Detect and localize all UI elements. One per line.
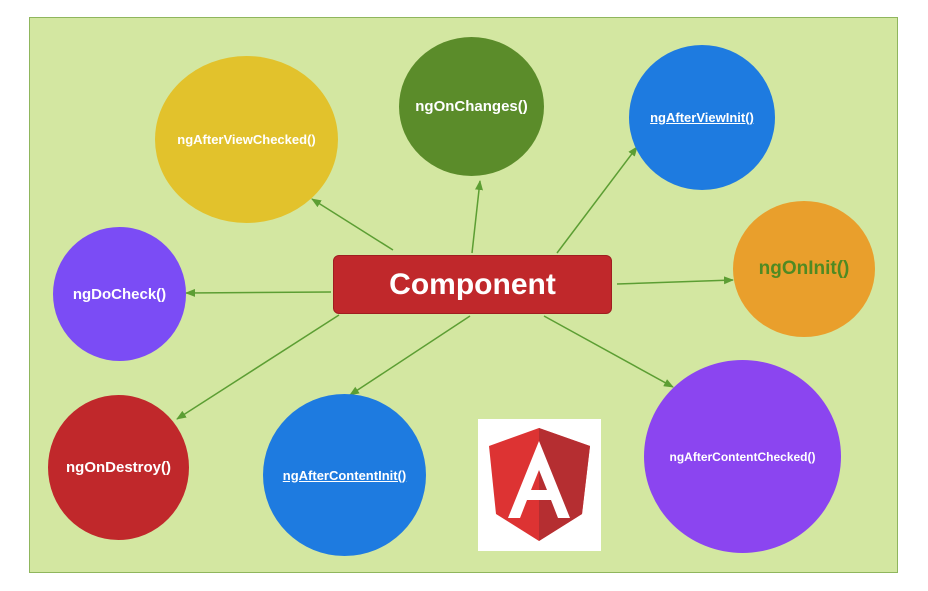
component-label: Component [389, 267, 556, 301]
hook-ngDoCheck-label: ngDoCheck() [72, 285, 167, 303]
arrow-to-ngAfterContentChecked [543, 315, 674, 388]
angular-shield-icon [489, 428, 590, 541]
hook-ngAfterContentChecked: ngAfterContentChecked() [644, 360, 841, 553]
arrow-to-ngAfterContentInit [349, 315, 471, 396]
arrow-to-ngAfterViewInit [556, 146, 638, 254]
hook-ngAfterContentChecked-label: ngAfterContentChecked() [669, 449, 816, 464]
hook-ngDoCheck: ngDoCheck() [53, 227, 186, 361]
hook-ngAfterContentInit: ngAfterContentInit() [263, 394, 426, 556]
hook-ngAfterViewChecked: ngAfterViewChecked() [155, 56, 338, 223]
arrow-to-ngOnDestroy [176, 314, 340, 420]
hook-ngOnChanges: ngOnChanges() [399, 37, 544, 176]
angular-logo [478, 419, 601, 551]
arrow-to-ngOnInit [616, 276, 734, 285]
arrow-to-ngAfterViewChecked [311, 198, 394, 251]
hook-ngOnInit: ngOnInit() [733, 201, 875, 337]
hook-ngOnChanges-label: ngOnChanges() [415, 98, 528, 115]
arrow-to-ngDoCheck [185, 288, 332, 297]
arrow-to-ngOnChanges [471, 180, 483, 254]
hook-ngAfterViewInit-label[interactable]: ngAfterViewInit() [650, 110, 754, 125]
hook-ngAfterViewChecked-label: ngAfterViewChecked() [177, 132, 316, 147]
hook-ngOnDestroy: ngOnDestroy() [48, 395, 189, 540]
hook-ngOnInit-label: ngOnInit() [758, 258, 850, 279]
component-node: Component [333, 255, 612, 314]
hook-ngAfterContentInit-label[interactable]: ngAfterContentInit() [282, 467, 407, 483]
hook-ngAfterViewInit: ngAfterViewInit() [629, 45, 775, 190]
hook-ngOnDestroy-label: ngOnDestroy() [66, 459, 171, 476]
